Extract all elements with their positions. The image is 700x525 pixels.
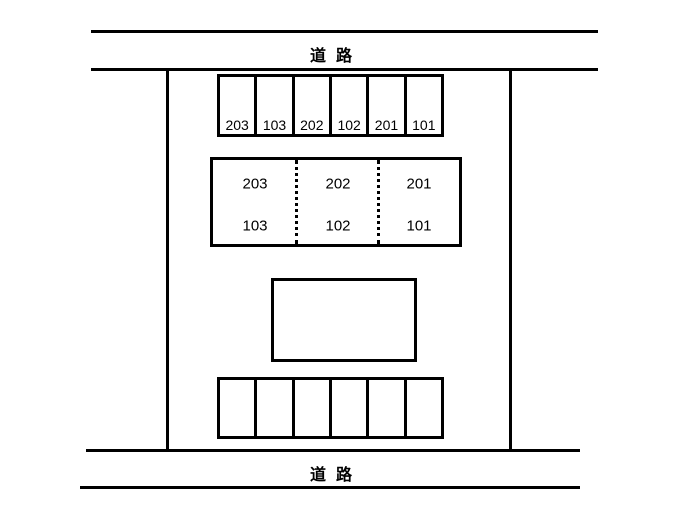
top-road-edge-upper (91, 30, 598, 33)
right-boundary (509, 68, 512, 451)
apartment-building: 203 202 201 103 102 101 (210, 157, 462, 247)
parking-slot (369, 380, 407, 436)
parking-slot: 103 (257, 77, 295, 134)
unit-label: 203 (242, 175, 268, 193)
parking-slot-label: 103 (262, 117, 287, 133)
parking-slot: 102 (332, 77, 370, 134)
parking-slot (295, 380, 332, 436)
parking-slot-label: 101 (412, 117, 436, 133)
bottom-road-label: 道路 (309, 465, 363, 484)
parking-slot (332, 380, 370, 436)
top-road-label: 道路 (309, 46, 363, 65)
parking-slot-label: 102 (337, 117, 361, 133)
parking-slot (257, 380, 295, 436)
unit-divider (377, 160, 380, 244)
parking-slot: 201 (369, 77, 407, 134)
parking-slot (407, 380, 441, 436)
unit-label: 202 (325, 175, 351, 193)
parking-slot: 202 (295, 77, 332, 134)
parking-slot: 203 (220, 77, 258, 134)
parking-slot (220, 380, 258, 436)
parking-bottom (217, 377, 444, 439)
parking-slot-label: 203 (225, 117, 249, 133)
parking-slot-label: 202 (300, 117, 324, 133)
central-structure (271, 278, 417, 362)
parking-slot: 101 (407, 77, 441, 134)
parking-top: 203 103 202 102 201 101 (217, 74, 444, 137)
left-boundary (166, 68, 169, 451)
bottom-road-edge-upper (86, 449, 580, 452)
parking-slot-label: 201 (374, 117, 399, 133)
unit-label: 102 (325, 217, 351, 235)
top-road-edge-lower (91, 68, 598, 71)
unit-label: 201 (406, 175, 432, 193)
unit-label: 101 (406, 217, 432, 235)
unit-label: 103 (242, 217, 268, 235)
unit-divider (295, 160, 298, 244)
bottom-road-edge-lower (80, 486, 580, 489)
